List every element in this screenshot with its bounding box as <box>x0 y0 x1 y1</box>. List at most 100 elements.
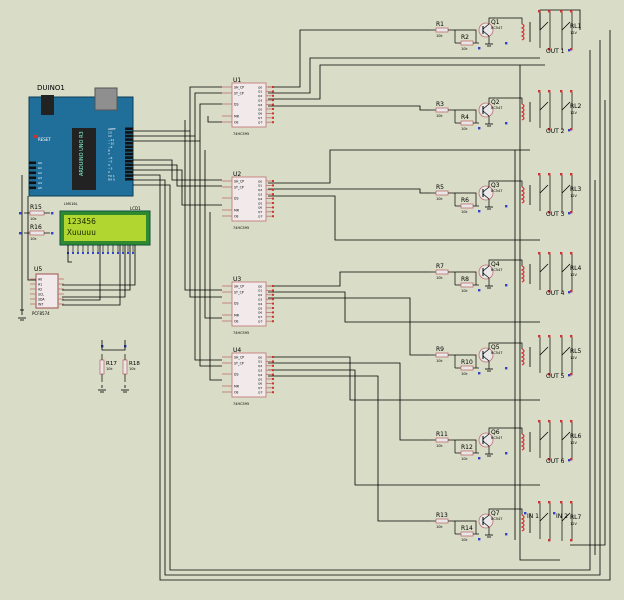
resistor-body[interactable] <box>435 190 449 196</box>
pin-marker <box>272 184 274 187</box>
shift-pin-label: Q0 <box>258 355 262 359</box>
arduino-board[interactable]: DUINO1 ARDUINO UNO R3 RESET AREF1312~11~… <box>28 84 134 197</box>
resistor-value: 10k <box>436 114 443 118</box>
shift-pin-label: Q3 <box>258 298 262 302</box>
lcd-screen <box>64 215 146 241</box>
resistor-body[interactable] <box>460 203 474 209</box>
resistor-body[interactable] <box>435 107 449 113</box>
arduino-pin-label: ~11 <box>108 138 114 142</box>
shift-pin-label: Q7' <box>258 391 263 395</box>
relay-input-label: IN 1 <box>527 513 539 520</box>
lcd-module[interactable]: 123456 Xuuuuu LCD1 LM016L <box>59 202 151 254</box>
arduino-analog-pin <box>29 161 36 165</box>
resistor-body[interactable] <box>435 437 449 443</box>
shift-register-u4[interactable]: U474HC595SH_CPST_CPDSMROEQ0Q1Q2Q3Q4Q5Q6Q… <box>222 347 274 406</box>
transistor-model: BC547 <box>491 268 502 272</box>
resistor-body[interactable] <box>29 230 45 236</box>
pin-marker <box>272 307 274 309</box>
pin-marker <box>272 206 274 209</box>
resistor-body[interactable] <box>435 518 449 524</box>
u5-pin-label: A1 <box>38 282 42 286</box>
pin-marker <box>570 10 573 13</box>
pin-marker <box>272 94 274 97</box>
relay-voltage: 12V <box>570 111 577 115</box>
resistor-body[interactable] <box>460 365 474 371</box>
pin-marker <box>570 420 573 423</box>
shift-pin-label: ST_CP <box>234 290 244 294</box>
resistor-body[interactable] <box>435 352 449 358</box>
arduino-pin-label: AREF <box>108 127 116 131</box>
transistor-name: Q1 <box>491 19 500 26</box>
resistor-body[interactable] <box>460 40 474 46</box>
pin-marker <box>538 90 541 93</box>
resistor-value: 10k <box>106 367 113 371</box>
resistor-body[interactable] <box>460 531 474 537</box>
pin-marker <box>548 48 551 51</box>
pin-marker <box>272 311 274 314</box>
relay-switch-arm <box>539 184 549 194</box>
shift-register-name: U3 <box>233 276 241 283</box>
arduino-analog-label: A3 <box>38 176 42 180</box>
transistor-model: BC547 <box>491 351 502 355</box>
resistor-body[interactable] <box>460 120 474 126</box>
pin-marker <box>272 116 274 119</box>
shift-pin-label: Q4 <box>258 103 262 107</box>
relay-coil <box>520 103 525 121</box>
transistor-collector <box>482 265 490 272</box>
arduino-pin <box>125 167 133 170</box>
arduino-pin <box>125 159 133 163</box>
shift-register-u1[interactable]: U174HC595SH_CPST_CPDSMROEQ0Q1Q2Q3Q4Q5Q6Q… <box>222 77 274 136</box>
pin-marker <box>548 252 551 255</box>
pin-marker <box>570 252 573 255</box>
arduino-pin <box>125 177 133 181</box>
pin-marker <box>478 457 481 460</box>
resistor-body[interactable] <box>122 359 128 375</box>
pin-marker <box>570 211 573 214</box>
arduino-reset-button[interactable] <box>34 135 37 138</box>
arduino-analog-label: A5 <box>38 186 42 190</box>
resistor-body[interactable] <box>435 27 449 33</box>
pin-marker <box>272 215 274 218</box>
arduino-pin <box>125 131 133 134</box>
pin-marker <box>272 108 274 110</box>
resistor-body[interactable] <box>460 282 474 288</box>
resistor-body[interactable] <box>435 269 449 275</box>
pin-marker <box>272 193 274 196</box>
arduino-mcu-chip <box>72 128 96 190</box>
relay-switch-arm <box>561 101 571 111</box>
pin-marker <box>568 459 571 462</box>
shift-register-u2[interactable]: U274HC595SH_CPST_CPDSMROEQ0Q1Q2Q3Q4Q5Q6Q… <box>222 171 274 230</box>
arduino-pin <box>125 156 133 159</box>
resistor-body[interactable] <box>29 210 45 216</box>
relay-switch-arm <box>539 101 549 111</box>
shift-register-u3[interactable]: U374HC595SH_CPST_CPDSMROEQ0Q1Q2Q3Q4Q5Q6Q… <box>222 276 274 335</box>
transistor-name: Q3 <box>491 182 500 189</box>
resistor-body[interactable] <box>99 359 105 375</box>
relay-coil <box>520 23 525 41</box>
pin-marker <box>505 284 508 287</box>
relay-switch-arm <box>561 431 571 441</box>
transistor-emitter <box>482 110 490 117</box>
arduino-pin-label: 2 <box>108 170 110 174</box>
resistor-body[interactable] <box>460 450 474 456</box>
shift-pin-label: DS <box>234 102 238 106</box>
arduino-pin-label: RX 0 <box>108 177 115 181</box>
arduino-pin-label: 13 <box>108 131 112 135</box>
